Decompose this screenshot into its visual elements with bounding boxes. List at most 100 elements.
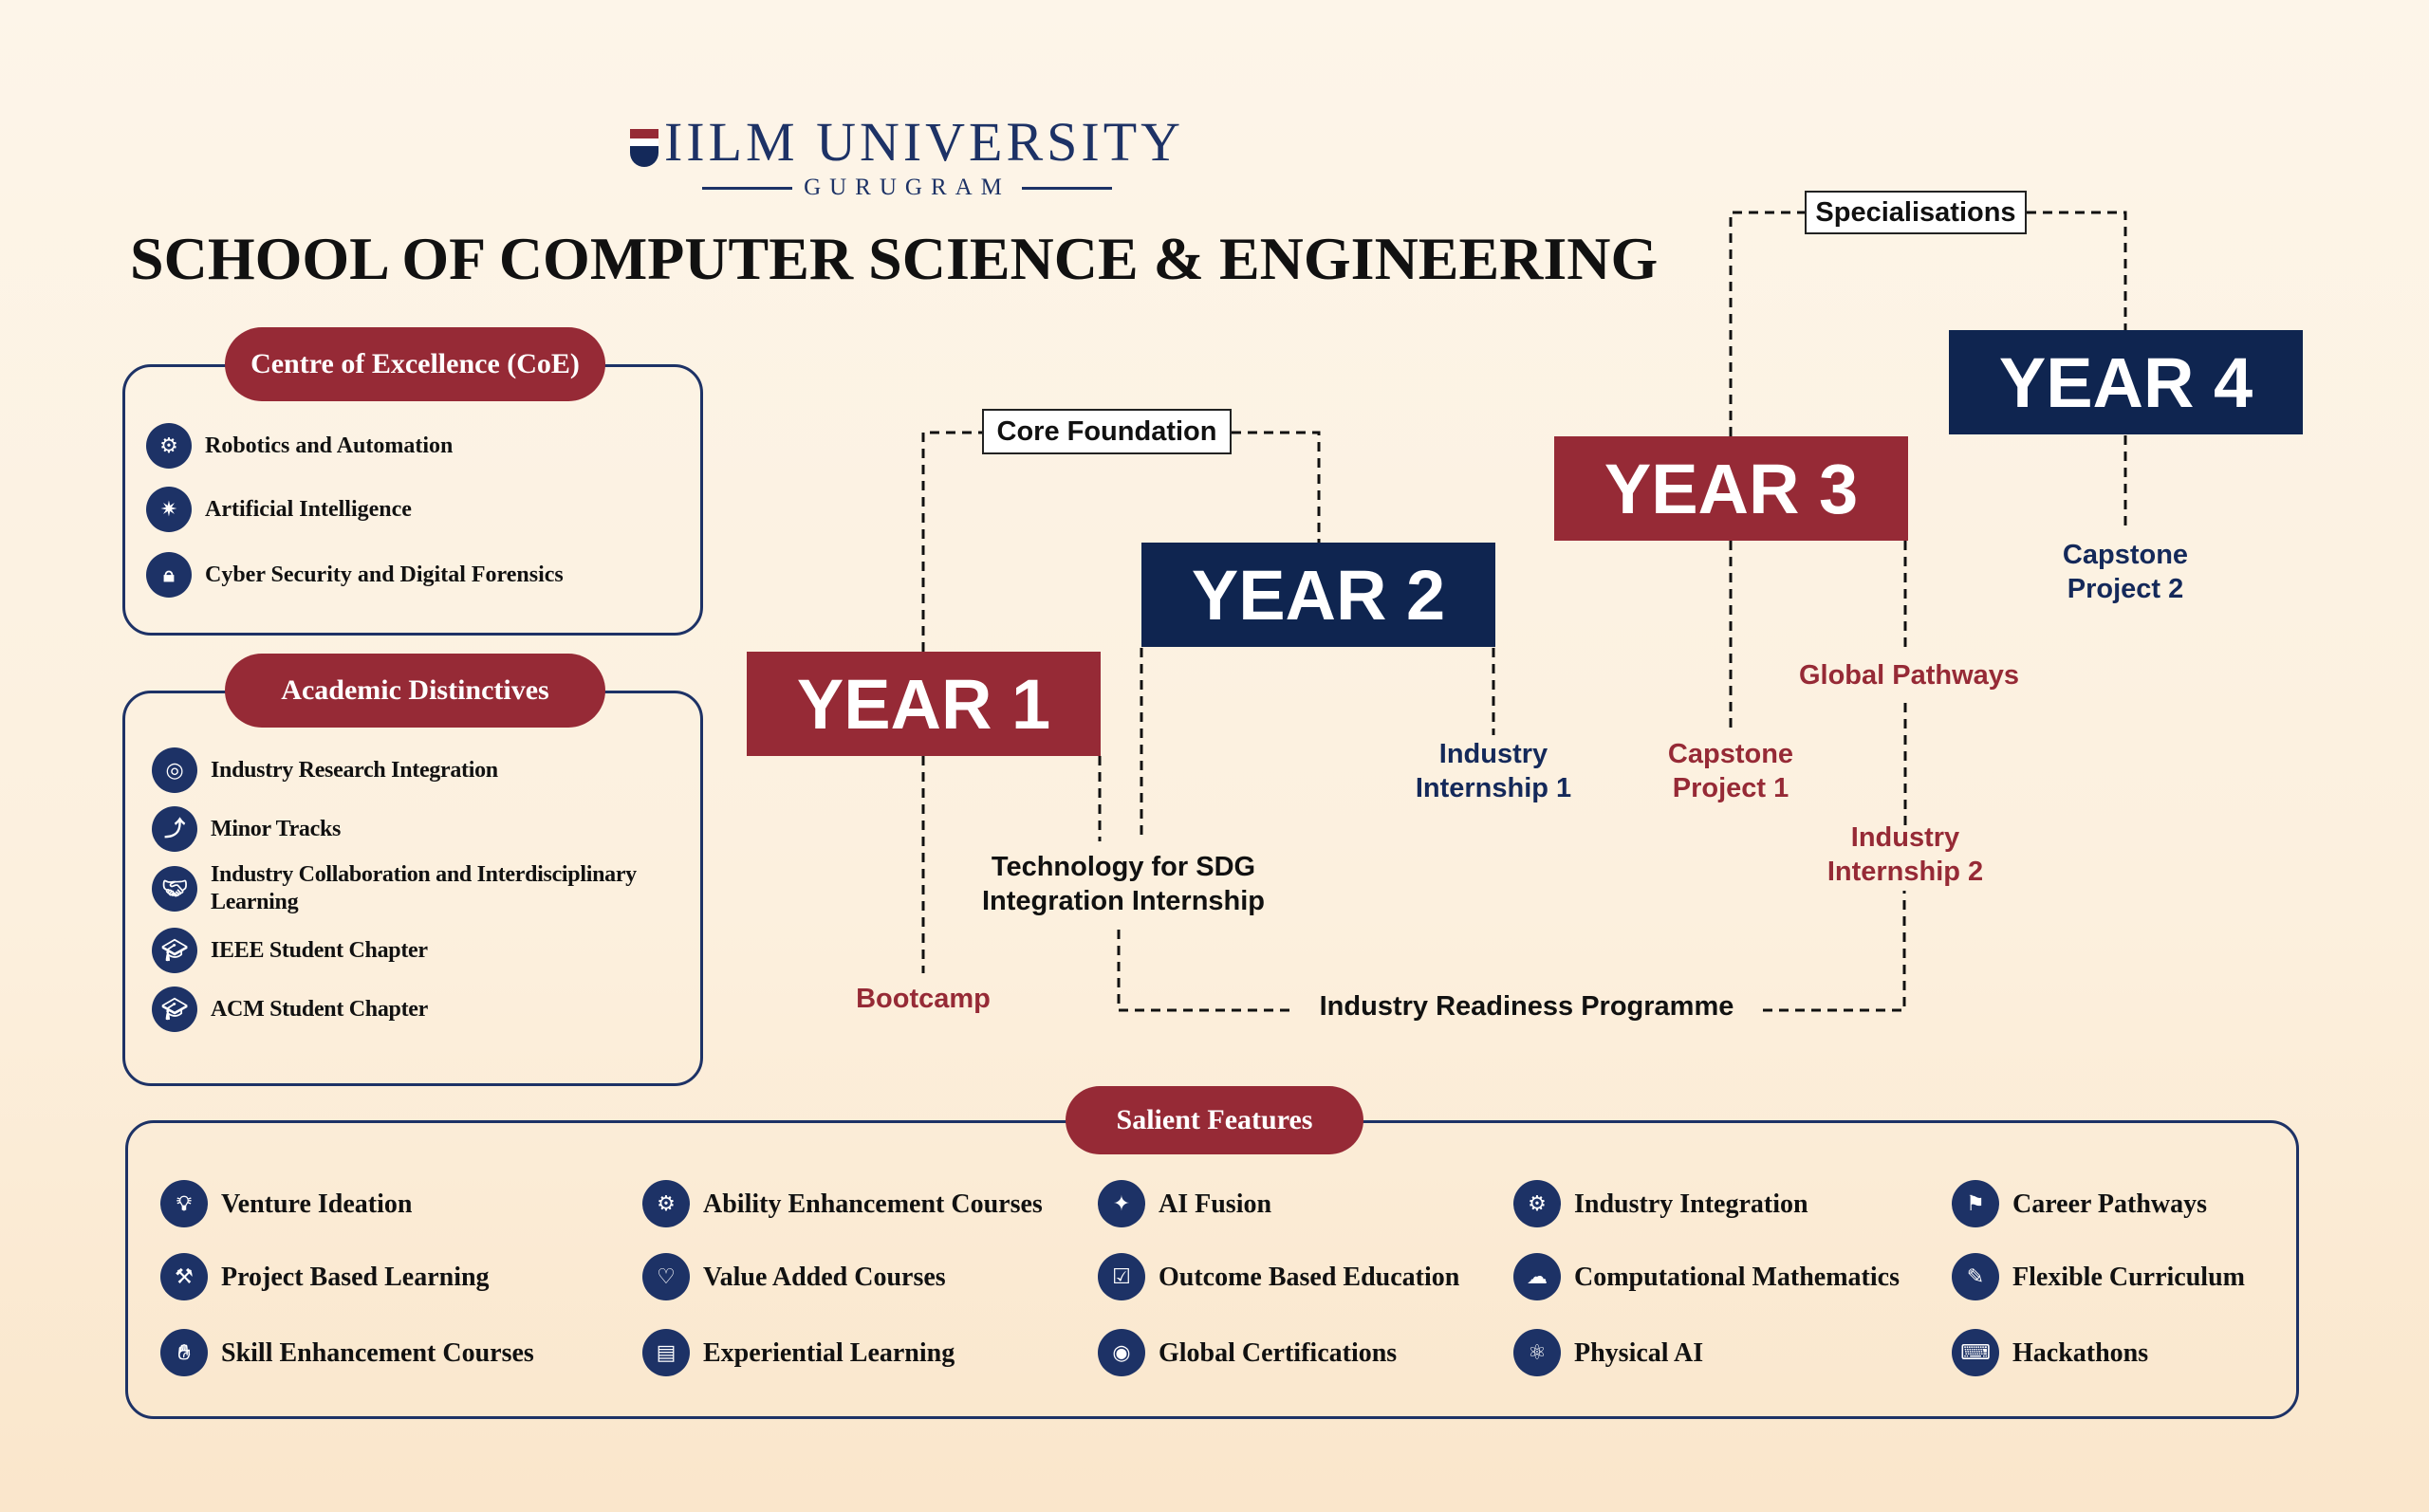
skill-icon: ✋︎ <box>160 1329 208 1376</box>
sdg-internship-label: Technology for SDG Integration Internship <box>982 850 1265 918</box>
coe-heading: Centre of Excellence (CoE) <box>225 327 605 401</box>
salient-item: ⚙ Industry Integration <box>1513 1180 1808 1227</box>
lock-circuit-icon: 🔒︎ <box>146 552 192 598</box>
item-label: Robotics and Automation <box>205 433 454 458</box>
label-line: Integration Internship <box>981 886 1266 916</box>
graduate-icon: 🎓︎ <box>152 986 197 1032</box>
salient-item: ⌨Hackathons <box>1952 1329 2148 1376</box>
item-label: Outcome Based Education <box>1159 1262 1460 1292</box>
book-icon: ▤ <box>642 1329 690 1376</box>
item-label: Industry Collaboration and Interdiscipli… <box>211 862 637 914</box>
item-label: Global Certifications <box>1159 1337 1398 1368</box>
salient-item: ♡ Value Added Courses <box>642 1253 946 1300</box>
ai-icon: ✦ <box>1098 1180 1145 1227</box>
university-logo: IILM UNIVERSITY GURUGRAM <box>622 112 1192 201</box>
item-label: Venture Ideation <box>221 1189 413 1219</box>
label-line: Industry <box>1850 822 1960 853</box>
route-icon: ⤴ <box>152 806 197 852</box>
logo-campus: GURUGRAM <box>804 175 1011 200</box>
physical-ai-icon: ⚛ <box>1513 1329 1561 1376</box>
coe-list: ⚙ Robotics and Automation ✷ Artificial Int… <box>146 423 564 598</box>
value-icon: ♡ <box>642 1253 690 1300</box>
year-1-block: YEAR 1 <box>747 652 1101 756</box>
label-line: Internship 2 <box>1826 857 1984 887</box>
salient-item: ✎ Flexible Curriculum <box>1952 1253 2245 1300</box>
item-label: Skill Enhancement Courses <box>221 1337 534 1368</box>
label-line: Industry <box>1438 739 1548 769</box>
salient-item: ⚒ Project Based Learning <box>160 1253 490 1300</box>
outcome-icon: ☑ <box>1098 1253 1145 1300</box>
salient-item: ⚛Physical AI <box>1513 1329 1703 1376</box>
year-3-block: YEAR 3 <box>1554 436 1908 541</box>
salient-item: ⚑ Career Pathways <box>1952 1180 2207 1227</box>
crest-icon <box>629 128 658 167</box>
academic-item: 🤝︎ Industry Collaboration and Interdiscip… <box>152 861 698 916</box>
item-label: Cyber Security and Digital Forensics <box>205 562 564 587</box>
label-line: Capstone <box>1667 739 1794 769</box>
graduate-icon: 🎓︎ <box>152 928 197 973</box>
academic-item: 🎓︎ ACM Student Chapter <box>152 986 698 1032</box>
coe-item: 🔒︎ Cyber Security and Digital Forensics <box>146 552 564 598</box>
year-4-block: YEAR 4 <box>1949 330 2303 434</box>
item-label: Industry Integration <box>1574 1189 1808 1219</box>
item-label: Value Added Courses <box>703 1262 946 1292</box>
page-title: SCHOOL OF COMPUTER SCIENCE & ENGINEERING <box>130 225 1659 292</box>
lightbulb-icon: 💡︎ <box>160 1180 208 1227</box>
curriculum-icon: ✎ <box>1952 1253 1999 1300</box>
item-label: Minor Tracks <box>211 816 342 841</box>
salient-item: ⚙Ability Enhancement Courses <box>642 1180 1043 1227</box>
salient-item: 💡︎ Venture Ideation <box>160 1180 412 1227</box>
academic-item: 🎓︎ IEEE Student Chapter <box>152 928 698 973</box>
career-icon: ⚑ <box>1952 1180 1999 1227</box>
item-label: IEEE Student Chapter <box>211 937 428 963</box>
label-line: Technology for SDG <box>991 852 1256 882</box>
ai-chip-icon: ✷ <box>146 487 192 532</box>
academic-heading: Academic Distinctives <box>225 654 605 728</box>
item-label: AI Fusion <box>1159 1189 1272 1219</box>
target-icon: ◎ <box>152 747 197 793</box>
item-label: Career Pathways <box>2012 1189 2208 1219</box>
academic-item: ◎ Industry Research Integration <box>152 747 698 793</box>
label-line: Project 1 <box>1672 773 1789 803</box>
item-label: Flexible Curriculum <box>2012 1262 2245 1292</box>
coe-item: ⚙ Robotics and Automation <box>146 423 564 469</box>
salient-item: ✦ AI Fusion <box>1098 1180 1271 1227</box>
academic-item: ⤴ Minor Tracks <box>152 806 698 852</box>
label-line: Project 2 <box>2067 574 2184 604</box>
industry-readiness-label: Industry Readiness Programme <box>1319 991 1734 1022</box>
salient-heading: Salient Features <box>1066 1086 1363 1154</box>
integration-icon: ⚙ <box>1513 1180 1561 1227</box>
label-line: Capstone <box>2062 540 2189 570</box>
globe-icon: ◉ <box>1098 1329 1145 1376</box>
global-pathways-label: Global Pathways <box>1798 660 2020 691</box>
item-label: Project Based Learning <box>221 1262 490 1292</box>
salient-item: ◉ Global Certifications <box>1098 1329 1397 1376</box>
handshake-icon: 🤝︎ <box>152 866 197 912</box>
salient-item: ▤ Experiential Learning <box>642 1329 955 1376</box>
core-foundation-tag: Core Foundation <box>982 409 1232 454</box>
item-label: Artificial Intelligence <box>205 496 412 522</box>
label-line: Internship 1 <box>1415 773 1572 803</box>
academic-list: ◎ Industry Research Integration ⤴ Minor Tr… <box>152 747 698 1032</box>
item-label: ACM Student Chapter <box>211 996 428 1022</box>
coe-item: ✷ Artificial Intelligence <box>146 487 564 532</box>
salient-item: ✋︎ Skill Enhancement Courses <box>160 1329 534 1376</box>
item-label: Industry Research Integration <box>211 757 498 783</box>
year-2-block: YEAR 2 <box>1141 543 1495 647</box>
item-label: Computational Mathematics <box>1574 1262 1900 1292</box>
logo-name: IILM UNIVERSITY <box>663 111 1185 173</box>
math-icon: ☁ <box>1513 1253 1561 1300</box>
item-label: Experiential Learning <box>703 1337 955 1368</box>
robotics-icon: ⚙ <box>146 423 192 469</box>
gears-icon: ⚙ <box>642 1180 690 1227</box>
hackathon-icon: ⌨ <box>1952 1329 1999 1376</box>
bootcamp-label: Bootcamp <box>856 984 991 1014</box>
project-icon: ⚒ <box>160 1253 208 1300</box>
specialisations-tag: Specialisations <box>1805 191 2027 234</box>
salient-item: ☑ Outcome Based Education <box>1098 1253 1459 1300</box>
